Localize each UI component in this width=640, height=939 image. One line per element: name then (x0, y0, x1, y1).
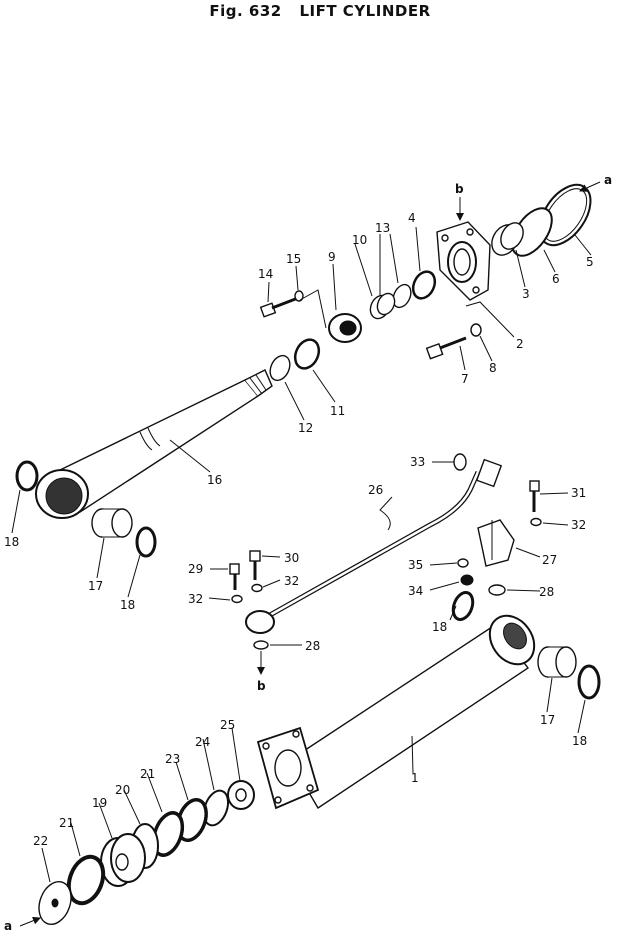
ring-13 (392, 283, 412, 309)
washer-8 (470, 323, 482, 337)
callout-35: 35 (408, 558, 423, 572)
callout-10: 10 (352, 233, 367, 247)
bracket-27 (477, 519, 515, 567)
oring-28-right (488, 584, 506, 596)
plate-22 (38, 880, 72, 926)
callout-12: 12 (298, 421, 313, 435)
callout-31: 31 (571, 486, 586, 500)
ring-18-right-lower (577, 664, 601, 700)
callout-26: 26 (368, 483, 383, 497)
callout-17-right: 17 (540, 713, 555, 727)
ring-12 (269, 354, 291, 382)
callout-16: 16 (207, 473, 222, 487)
figure-name: LIFT CYLINDER (299, 2, 431, 20)
callout-29: 29 (188, 562, 203, 576)
callout-32-left: 32 (188, 592, 203, 606)
washer-32-mid (251, 583, 263, 593)
nut-25 (227, 780, 255, 810)
callout-21-upper: 21 (140, 767, 155, 781)
callout-20: 20 (115, 783, 130, 797)
callout-34: 34 (408, 584, 423, 598)
callout-18-d: 18 (572, 734, 587, 748)
callout-19: 19 (92, 796, 107, 810)
ref-a-bottom: a (4, 919, 12, 933)
ring-18-mid (135, 526, 157, 558)
callout-32-right: 32 (571, 518, 586, 532)
callout-5: 5 (586, 255, 594, 269)
bushing-17-left (91, 508, 133, 538)
bolt-7 (425, 336, 467, 360)
reference-arrows (19, 181, 601, 927)
piston-19 (100, 833, 146, 887)
callout-24: 24 (195, 735, 210, 749)
cylinder-tube-1 (256, 614, 536, 810)
callout-9: 9 (328, 250, 336, 264)
ref-b-bottom: b (257, 679, 266, 693)
ring-18-left (15, 460, 39, 492)
callout-14: 14 (258, 267, 273, 281)
callout-23: 23 (165, 752, 180, 766)
callout-1: 1 (411, 771, 419, 785)
leader-lines (11, 226, 592, 883)
callout-4: 4 (408, 211, 416, 225)
callout-27: 27 (542, 553, 557, 567)
callout-8: 8 (489, 361, 497, 375)
bolt-29 (229, 563, 240, 590)
bushing-10 (369, 292, 396, 320)
washer-32-right (530, 517, 542, 527)
callout-17-left: 17 (88, 579, 103, 593)
callout-25: 25 (220, 718, 235, 732)
callout-28-left: 28 (305, 639, 320, 653)
ring-4 (411, 270, 437, 300)
callout-22: 22 (33, 834, 48, 848)
callout-30: 30 (284, 551, 299, 565)
callout-21-lower: 21 (59, 816, 74, 830)
bolt-30 (249, 550, 261, 580)
ref-b-top: b (455, 182, 464, 196)
callout-15: 15 (286, 252, 301, 266)
piston-rod-16 (35, 369, 273, 519)
bushing-17-right (537, 646, 577, 678)
callout-18-b: 18 (120, 598, 135, 612)
washer-32-left (231, 594, 243, 604)
tube-26 (245, 458, 503, 634)
callout-32-mid: 32 (284, 574, 299, 588)
nut-9 (328, 313, 362, 343)
figure-number: Fig. 632 (209, 2, 282, 20)
washer-34 (460, 574, 474, 586)
ring-21-lower (66, 854, 106, 906)
oring-28-left (253, 640, 269, 650)
bolt-14 (259, 296, 299, 318)
ref-a-top: a (604, 173, 612, 187)
ring-18-right-upper (451, 590, 475, 622)
callout-13: 13 (375, 221, 390, 235)
callout-33: 33 (410, 455, 425, 469)
bolt-31 (529, 480, 540, 512)
callout-18-c: 18 (432, 620, 447, 634)
figure-title: Fig. 632 LIFT CYLINDER (0, 2, 640, 20)
callout-7: 7 (461, 372, 469, 386)
callout-3: 3 (522, 287, 530, 301)
callout-11: 11 (330, 404, 345, 418)
callout-2: 2 (516, 337, 524, 351)
callout-labels: 1 2 3 4 5 6 7 8 9 10 11 12 13 14 15 16 1… (4, 173, 612, 933)
washer-35 (457, 558, 469, 568)
flange-head-2 (436, 221, 491, 301)
ring-11 (293, 338, 321, 370)
ring-21-upper (151, 811, 185, 857)
washer-15 (294, 290, 304, 302)
callout-28-right: 28 (539, 585, 554, 599)
bushing-3 (491, 222, 524, 256)
elbow-33 (453, 453, 467, 471)
callout-6: 6 (552, 272, 560, 286)
callout-18-a: 18 (4, 535, 19, 549)
